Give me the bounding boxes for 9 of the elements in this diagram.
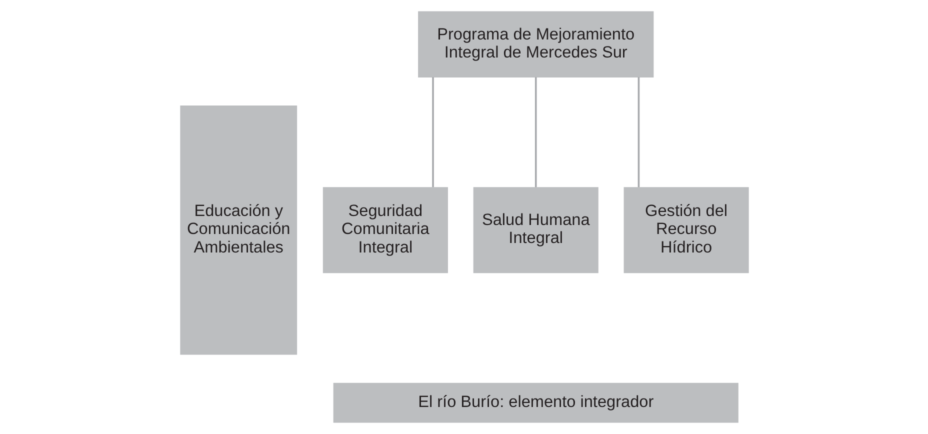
connector (432, 77, 434, 188)
node-box: Salud Humana Integral (472, 187, 598, 274)
node-box: El río Burío: elemento integrador (332, 382, 738, 423)
node-box: Gestión del Recurso Hídrico (623, 187, 748, 274)
node-box: Programa de Mejoramiento Integral de Mercedes Sur (418, 11, 654, 78)
node-box: Seguridad Comunitaria Integral (322, 187, 448, 274)
node-box: Educación y Comunicación Ambientales (180, 106, 297, 355)
connector (534, 77, 536, 188)
connector (637, 77, 640, 188)
